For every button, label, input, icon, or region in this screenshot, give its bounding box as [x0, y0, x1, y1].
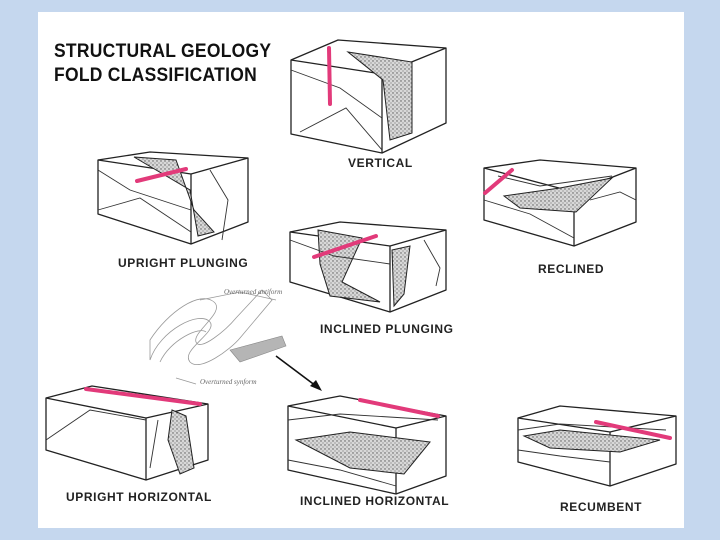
sketch-label-bottom: Overturned synform	[200, 378, 257, 386]
sketch-label-top: Overturned antiform	[224, 288, 283, 296]
arrow	[275, 355, 322, 391]
label-upright-horizontal: UPRIGHT HORIZONTAL	[66, 490, 212, 504]
label-inclined-plunging: INCLINED PLUNGING	[320, 322, 454, 336]
label-recumbent: RECUMBENT	[560, 500, 643, 514]
vertical-fold-block	[290, 39, 447, 154]
upright-horizontal-fold-block	[45, 385, 209, 481]
label-vertical: VERTICAL	[348, 156, 413, 170]
recumbent-fold-block	[517, 405, 677, 487]
reclined-fold-block	[483, 159, 637, 247]
diagram-title: STRUCTURAL GEOLOGY FOLD CLASSIFICATION	[54, 40, 271, 88]
upright-plunging-fold-block	[97, 151, 249, 245]
label-inclined-horizontal: INCLINED HORIZONTAL	[300, 494, 450, 508]
label-upright-plunging: UPRIGHT PLUNGING	[118, 256, 249, 270]
inclined-horizontal-fold-block	[287, 395, 447, 495]
title-line-1: STRUCTURAL GEOLOGY	[54, 41, 272, 62]
label-reclined: RECLINED	[538, 262, 605, 276]
inclined-plunging-fold-block	[289, 221, 447, 313]
title-line-2: FOLD CLASSIFICATION	[54, 65, 258, 86]
overturned-fold-sketch	[149, 289, 287, 385]
